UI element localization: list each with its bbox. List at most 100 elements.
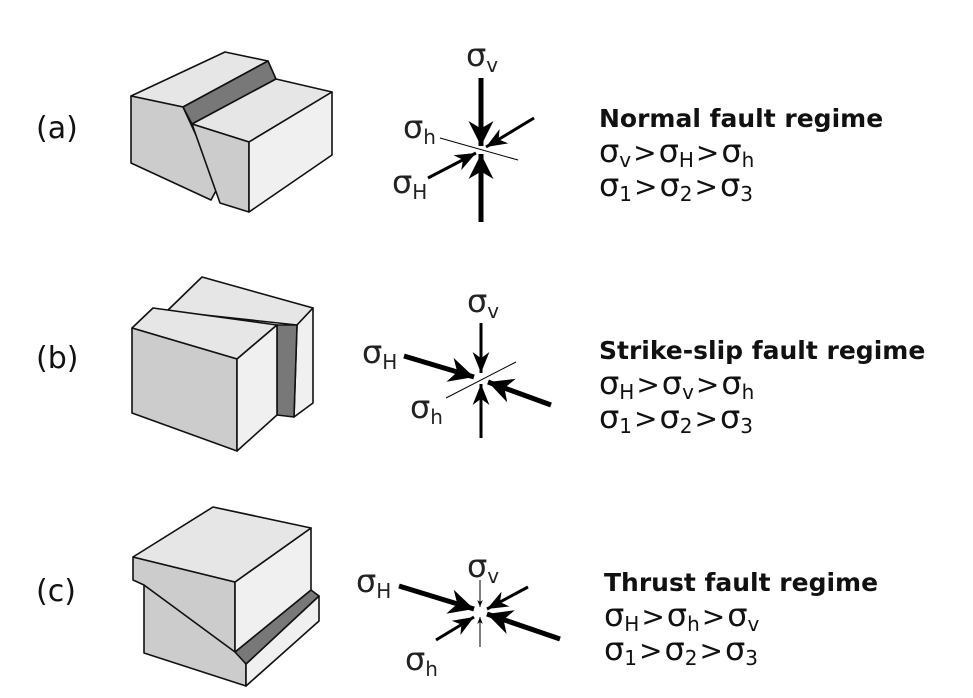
greater-than: > xyxy=(633,136,657,169)
subscript: v xyxy=(487,564,500,588)
sigma-symbol: σ xyxy=(599,398,620,436)
subscript: H xyxy=(382,350,398,374)
subscript: 3 xyxy=(740,182,753,206)
subscript: 2 xyxy=(679,414,693,438)
sigma-H-arrow-upper xyxy=(485,116,535,149)
sigma-symbol: σ xyxy=(466,36,487,74)
greater-than: > xyxy=(636,368,660,401)
block-b-front-side xyxy=(236,324,278,452)
greater-than: > xyxy=(695,136,720,169)
subscript: h xyxy=(425,657,438,681)
regime-title: Strike-slip fault regime xyxy=(599,336,926,365)
panel-label-c: (c) xyxy=(36,574,76,609)
sigma-symbol: σ xyxy=(467,547,488,585)
sigma-symbol: σ xyxy=(405,640,426,678)
block-a-left-front xyxy=(130,95,220,201)
greater-than: > xyxy=(634,170,658,203)
glyph-a-sigma-h-label: σh xyxy=(403,108,436,149)
sigma-h-arrow-lower xyxy=(435,615,475,642)
subscript: h xyxy=(423,125,436,149)
subscript: 2 xyxy=(684,646,698,670)
sigma-H-arrow-left xyxy=(398,583,475,614)
greater-than: > xyxy=(641,600,665,633)
glyph-c-sigma-H-label: σH xyxy=(356,562,392,603)
sigma-symbol: σ xyxy=(664,630,685,668)
subscript: h xyxy=(430,405,443,429)
glyph-b-sigma-h-label: σh xyxy=(410,388,443,429)
greater-than: > xyxy=(639,634,663,667)
subscript: h xyxy=(687,612,700,636)
subscript: H xyxy=(376,579,392,603)
block-b-fault-plane xyxy=(276,324,298,418)
sigma-symbol: σ xyxy=(604,630,625,668)
sigma-symbol: σ xyxy=(403,108,424,146)
glyph-c-sigma-v-label: σv xyxy=(467,547,500,588)
glyph-b-sigma-H-label: σH xyxy=(362,333,398,374)
sigma-symbol: σ xyxy=(719,398,741,436)
subscript: 1 xyxy=(624,646,638,670)
subscript: v xyxy=(486,53,499,77)
sigma-h-line xyxy=(439,137,519,161)
sigma-symbol: σ xyxy=(362,333,383,371)
subscript: v xyxy=(747,612,760,636)
sigma-symbol: σ xyxy=(719,166,741,204)
sigma-symbol: σ xyxy=(659,166,680,204)
panel-label-b: (b) xyxy=(36,341,79,376)
sigma-H-arrow-left xyxy=(403,353,475,382)
sigma-h-line xyxy=(445,361,517,399)
sigma-symbol: σ xyxy=(658,132,679,170)
sigma-symbol: σ xyxy=(467,282,488,320)
sigma-H-arrow-lower xyxy=(427,151,477,180)
greater-than: > xyxy=(694,402,718,435)
regime-text-c: Thrust fault regime σH>σh>σv σ1>σ2>σ3 xyxy=(604,567,878,670)
sigma-symbol: σ xyxy=(721,364,742,402)
subscript: v xyxy=(487,299,500,323)
sigma-H-arrow-right xyxy=(487,378,552,408)
sigma-symbol: σ xyxy=(410,388,431,426)
stress-order-equation: σH>σh>σv xyxy=(604,596,878,636)
greater-than: > xyxy=(695,368,720,401)
panel-label-a: (a) xyxy=(36,111,78,146)
subscript: h xyxy=(741,148,755,172)
stress-order-equation: σH>σv>σh xyxy=(599,364,925,404)
greater-than: > xyxy=(634,402,658,435)
glyph-b-sigma-v-label: σv xyxy=(467,282,500,323)
sigma-symbol: σ xyxy=(599,166,620,204)
greater-than: > xyxy=(699,634,723,667)
sigma-symbol: σ xyxy=(599,132,620,170)
subscript: v xyxy=(682,380,694,404)
block-a-right-side xyxy=(248,91,333,213)
regime-text-a: Normal fault regime σv>σH>σh σ1>σ2>σ3 xyxy=(599,103,884,206)
stress-glyph-c xyxy=(398,580,561,647)
subscript: 3 xyxy=(745,646,758,670)
stress-glyph-b xyxy=(403,323,552,438)
regime-text-b: Strike-slip fault regime σH>σv>σh σ1>σ2>… xyxy=(599,335,926,438)
glyph-a-sigma-H-label: σH xyxy=(392,163,428,204)
subscript: H xyxy=(624,612,640,636)
regime-title: Normal fault regime xyxy=(599,104,884,133)
principal-order-equation: σ1>σ2>σ3 xyxy=(599,166,883,206)
sigma-symbol: σ xyxy=(721,132,742,170)
sigma-symbol: σ xyxy=(604,596,625,634)
sigma-symbol: σ xyxy=(392,163,413,201)
subscript: 3 xyxy=(740,414,753,438)
sigma-symbol: σ xyxy=(666,596,688,634)
sigma-symbol: σ xyxy=(727,596,748,634)
sigma-symbol: σ xyxy=(724,630,746,668)
greater-than: > xyxy=(701,600,726,633)
subscript: H xyxy=(678,148,694,172)
sigma-symbol: σ xyxy=(661,364,683,402)
glyph-c-sigma-h-label: σh xyxy=(405,640,438,681)
subscript: H xyxy=(619,380,635,404)
principal-order-equation: σ1>σ2>σ3 xyxy=(604,630,878,670)
subscript: 1 xyxy=(619,182,633,206)
sigma-symbol: σ xyxy=(659,398,680,436)
normal-fault-block xyxy=(130,51,333,213)
subscript: v xyxy=(619,148,632,172)
thrust-fault-block xyxy=(132,506,320,687)
sigma-h-arrow-upper xyxy=(486,585,529,611)
greater-than: > xyxy=(694,170,718,203)
principal-order-equation: σ1>σ2>σ3 xyxy=(599,398,925,438)
subscript: H xyxy=(412,180,428,204)
